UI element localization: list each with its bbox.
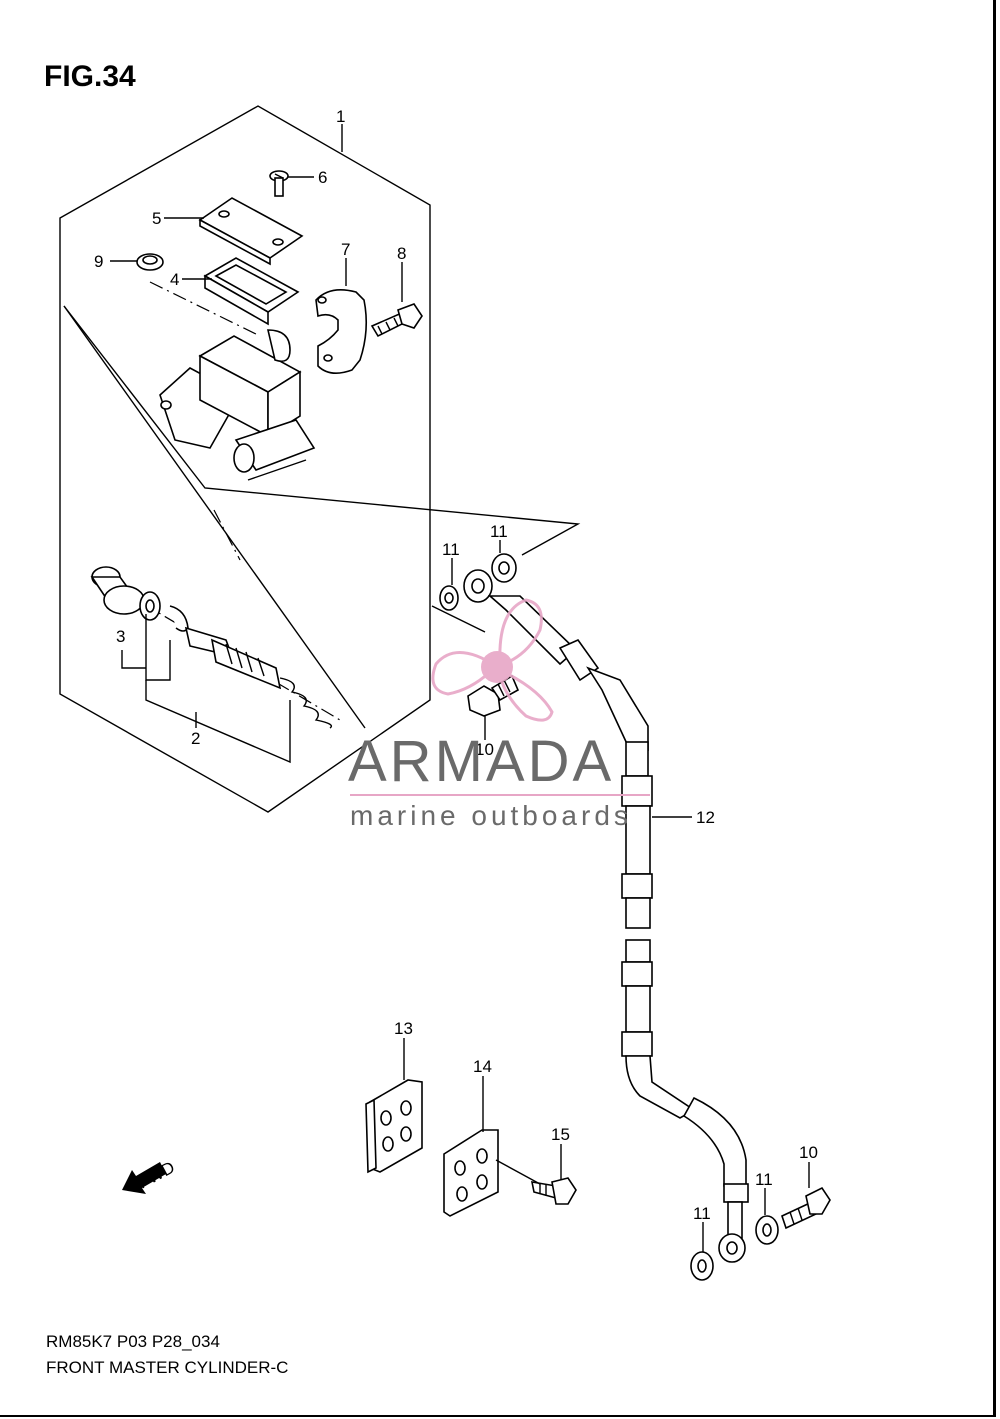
callout-15: 15 xyxy=(551,1125,570,1144)
brake-hose-part-12 xyxy=(463,569,749,1263)
ring-part-9 xyxy=(136,253,164,271)
hose-guide-part-13 xyxy=(365,1079,423,1174)
callout-10-lower: 10 xyxy=(799,1143,818,1162)
union-bolt-part-10-lower xyxy=(781,1186,831,1230)
callout-9: 9 xyxy=(94,252,103,271)
figure-title: FIG.34 xyxy=(44,60,136,93)
callout-11-d: 11 xyxy=(693,1204,711,1223)
bolt-part-8 xyxy=(370,303,423,338)
callout-5: 5 xyxy=(152,209,161,228)
fwd-label: FWD xyxy=(135,1158,178,1193)
assembly-outline xyxy=(59,105,431,813)
bolt-part-15 xyxy=(530,1177,577,1205)
piston-kit-part-2 xyxy=(90,566,333,729)
callouts: 1 2 3 4 5 6 7 8 9 10 10 10 11 11 xyxy=(94,107,818,1252)
hose-guide-part-14 xyxy=(443,1129,499,1217)
washer-part-11-lower xyxy=(690,1215,779,1281)
washer-part-11-upper xyxy=(439,553,517,611)
axis-line xyxy=(119,589,341,721)
callout-4: 4 xyxy=(170,270,179,289)
callout-2: 2 xyxy=(191,729,200,748)
guide-line xyxy=(63,305,581,556)
reservoir-cap-part-5 xyxy=(198,197,304,266)
callout-12: 12 xyxy=(696,808,715,827)
watermark-logo: ARMADA xyxy=(348,729,615,794)
callout-14: 14 xyxy=(473,1057,492,1076)
clamp-part-7 xyxy=(315,289,368,374)
watermark-tagline: marine outboards xyxy=(350,800,632,831)
figure-code: RM85K7 P03 P28_034 xyxy=(46,1332,220,1351)
callout-1: 1 xyxy=(336,107,345,126)
leader-line xyxy=(145,680,291,764)
axis-line xyxy=(213,509,241,561)
diaphragm-part-4 xyxy=(203,257,300,326)
callout-8: 8 xyxy=(397,244,406,263)
callout-3: 3 xyxy=(116,627,125,646)
leader-line xyxy=(121,650,146,669)
callout-10-upper: 10 xyxy=(475,740,494,759)
fwd-arrow-icon: FWD xyxy=(122,1158,178,1194)
leader-line xyxy=(145,614,171,681)
callout-6: 6 xyxy=(318,168,327,187)
callout-7: 7 xyxy=(341,240,350,259)
guide-line xyxy=(431,605,486,633)
figure-name: FRONT MASTER CYLINDER-C xyxy=(46,1358,289,1377)
guide-line xyxy=(63,305,366,729)
callout-11-b: 11 xyxy=(490,522,508,541)
master-cylinder-body xyxy=(159,329,316,481)
propeller-logo-icon xyxy=(431,598,554,722)
watermark-rule xyxy=(350,794,650,796)
callout-11-a: 11 xyxy=(442,540,460,559)
callout-11-c: 11 xyxy=(755,1170,773,1189)
axis-line xyxy=(149,281,261,337)
callout-13: 13 xyxy=(394,1019,413,1038)
screw-part-6 xyxy=(269,170,289,197)
